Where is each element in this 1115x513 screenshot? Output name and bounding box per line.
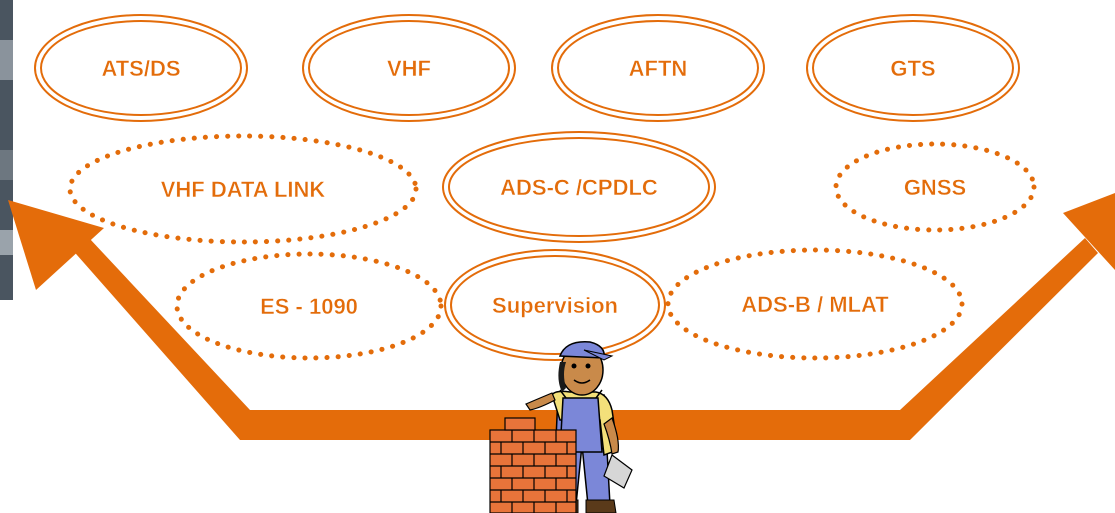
oval-ats-ds: ATS/DS <box>34 14 248 122</box>
oval-es-1090: ES - 1090 <box>174 251 444 361</box>
oval-ads-b-mlat: ADS-B / MLAT <box>665 247 965 361</box>
oval-gts: GTS <box>806 14 1020 122</box>
oval-label: GNSS <box>904 175 966 200</box>
arrow-head-left <box>8 200 104 290</box>
oval-gnss: GNSS <box>833 141 1037 233</box>
oval-label: VHF <box>387 56 431 81</box>
photo-fragment <box>0 0 13 300</box>
oval-vhf: VHF <box>302 14 516 122</box>
arrow-head-right <box>1063 193 1115 270</box>
oval-label: ADS-B / MLAT <box>741 292 889 317</box>
brick-wall-icon <box>489 417 577 513</box>
oval-label: ADS-C /CPDLC <box>500 175 658 200</box>
oval-aftn: AFTN <box>551 14 765 122</box>
oval-label: GTS <box>890 56 935 81</box>
oval-supervision: Supervision <box>444 249 666 361</box>
oval-label: VHF DATA LINK <box>161 177 326 202</box>
oval-label: ES - 1090 <box>260 294 358 319</box>
oval-label: ATS/DS <box>101 56 180 81</box>
oval-label: AFTN <box>629 56 688 81</box>
oval-label: Supervision <box>492 293 618 318</box>
oval-vhf-data-link: VHF DATA LINK <box>67 133 419 245</box>
oval-ads-c-cpdlc: ADS-C /CPDLC <box>442 131 716 243</box>
u-shaped-double-arrow-icon <box>8 193 1115 440</box>
